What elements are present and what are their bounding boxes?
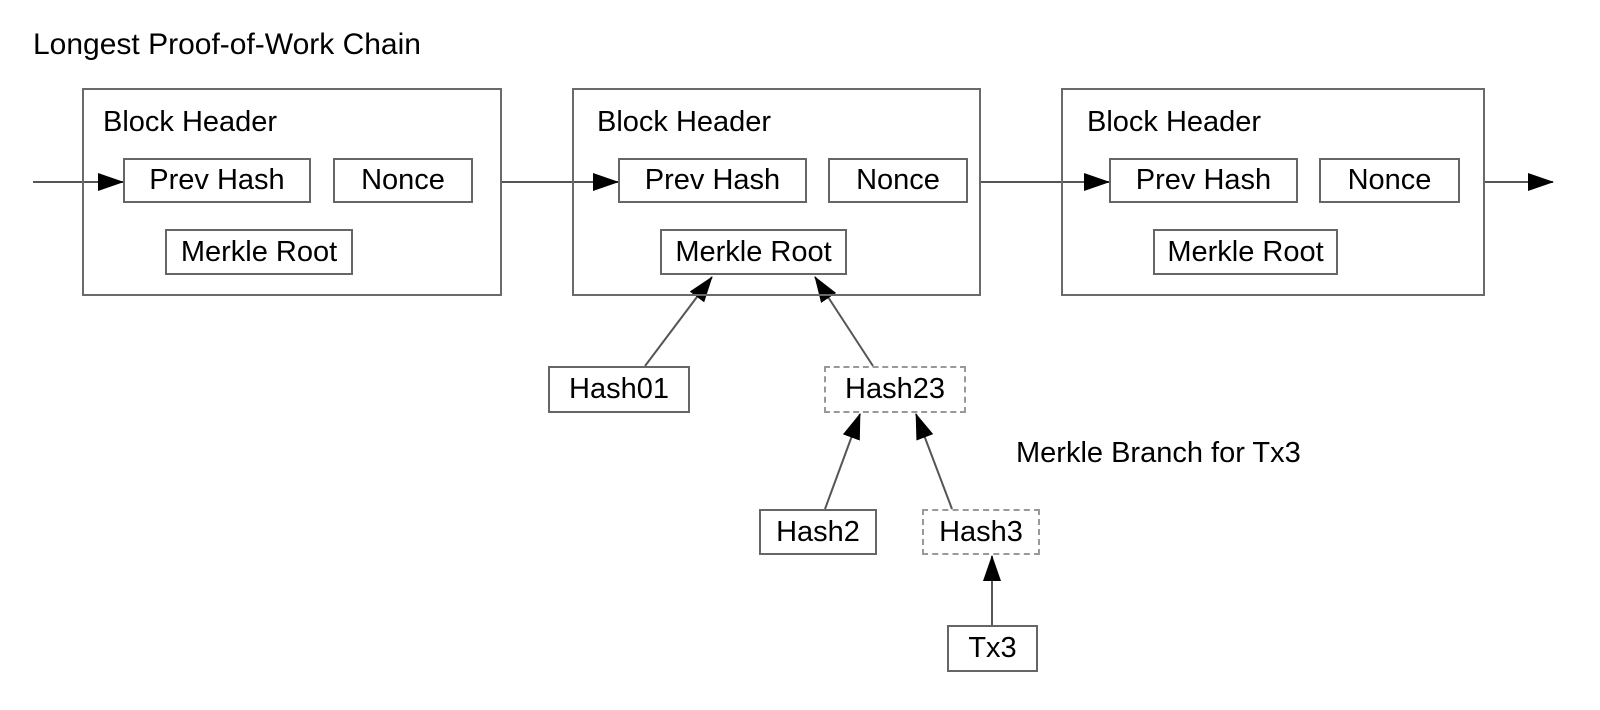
block3-merkle-root-box: Merkle Root <box>1153 229 1338 275</box>
hash2-box: Hash2 <box>759 509 877 555</box>
block3-outline: Block Header <box>1061 88 1485 296</box>
hash3-box: Hash3 <box>922 509 1040 555</box>
block2-outline: Block Header <box>572 88 981 296</box>
block1-prev-hash-box: Prev Hash <box>123 158 311 203</box>
hash23-box: Hash23 <box>824 366 966 413</box>
block3-nonce-box: Nonce <box>1319 158 1460 203</box>
tx3-box: Tx3 <box>947 625 1038 672</box>
block2-merkle-root-box: Merkle Root <box>660 229 847 275</box>
block1-header-label: Block Header <box>103 106 278 138</box>
block2-prev-hash-box: Prev Hash <box>618 158 807 203</box>
arrow-hash2-to-hash23 <box>824 413 861 510</box>
block3-prev-hash-box: Prev Hash <box>1109 158 1298 203</box>
block1-outline: Block Header <box>82 88 502 296</box>
merkle-branch-annotation: Merkle Branch for Tx3 <box>1016 437 1301 469</box>
block1-merkle-root-box: Merkle Root <box>165 229 353 275</box>
block2-header-label: Block Header <box>597 106 772 138</box>
hash01-box: Hash01 <box>548 366 690 413</box>
block1-nonce-box: Nonce <box>333 158 473 203</box>
arrow-hash3-to-hash23 <box>915 413 953 510</box>
block2-nonce-box: Nonce <box>828 158 968 203</box>
diagram-title: Longest Proof-of-Work Chain <box>33 28 421 61</box>
block3-header-label: Block Header <box>1087 106 1262 138</box>
